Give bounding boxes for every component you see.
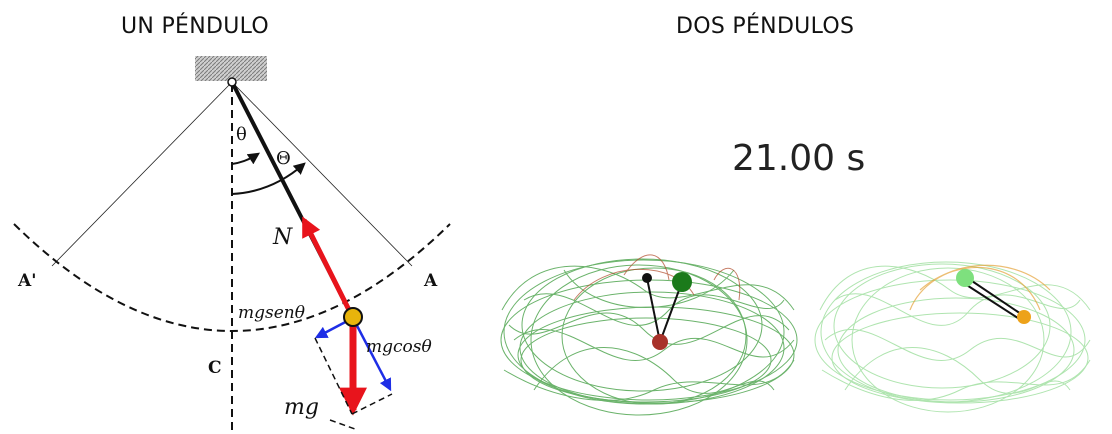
single-pendulum-diagram: θ Θ N A' A C mgsenθ mgcosθ mg — [13, 56, 451, 434]
single-pendulum-title: UN PÉNDULO — [121, 14, 270, 39]
point-a-label: A — [423, 271, 438, 291]
left-pendulum-trace-secondary — [573, 254, 741, 301]
right-arm-b — [961, 281, 1022, 321]
left-upper-arm — [646, 277, 661, 343]
left-lower-arm — [659, 281, 683, 343]
radial-component-arrow — [351, 317, 392, 392]
swing-arc — [13, 223, 451, 332]
simulation-timer: 21.00 s — [732, 138, 866, 179]
projection-line-1 — [314, 337, 353, 415]
double-pendulum-title: DOS PÉNDULOS — [676, 14, 855, 39]
right-arm-a — [965, 276, 1025, 317]
right-lower-bob — [1017, 310, 1031, 324]
double-pendulum-left — [500, 254, 798, 416]
left-pivot — [642, 273, 652, 283]
right-upper-bob — [956, 269, 974, 287]
left-pendulum-trace — [500, 258, 798, 416]
double-pendulum-right — [814, 261, 1091, 413]
pivot-point — [227, 77, 237, 87]
radial-component-label: mgcosθ — [366, 337, 432, 357]
right-pendulum-trace-secondary — [909, 264, 1051, 311]
theta-label: θ — [236, 124, 247, 145]
left-lower-bob — [652, 334, 668, 350]
left-upper-bob — [672, 272, 692, 292]
weight-label: mg — [284, 395, 319, 420]
theta-angle-arc — [231, 152, 260, 165]
right-pendulum-trace — [814, 261, 1091, 413]
ceiling-support — [195, 56, 267, 81]
normal-force-label: N — [272, 225, 293, 250]
amplitude-angle-arc — [231, 162, 306, 195]
string-right-extreme — [231, 81, 413, 267]
normal-force-arrow — [301, 216, 355, 318]
projection-line-2 — [351, 393, 393, 415]
point-a-prime-label: A' — [17, 271, 36, 291]
tangential-component-label: mgsenθ — [238, 303, 305, 323]
string-left-extreme — [51, 81, 233, 267]
amplitude-label: Θ — [276, 148, 291, 169]
point-c-label: C — [208, 358, 222, 378]
projection-line-3 — [329, 419, 356, 430]
pendulum-bob — [343, 307, 363, 327]
